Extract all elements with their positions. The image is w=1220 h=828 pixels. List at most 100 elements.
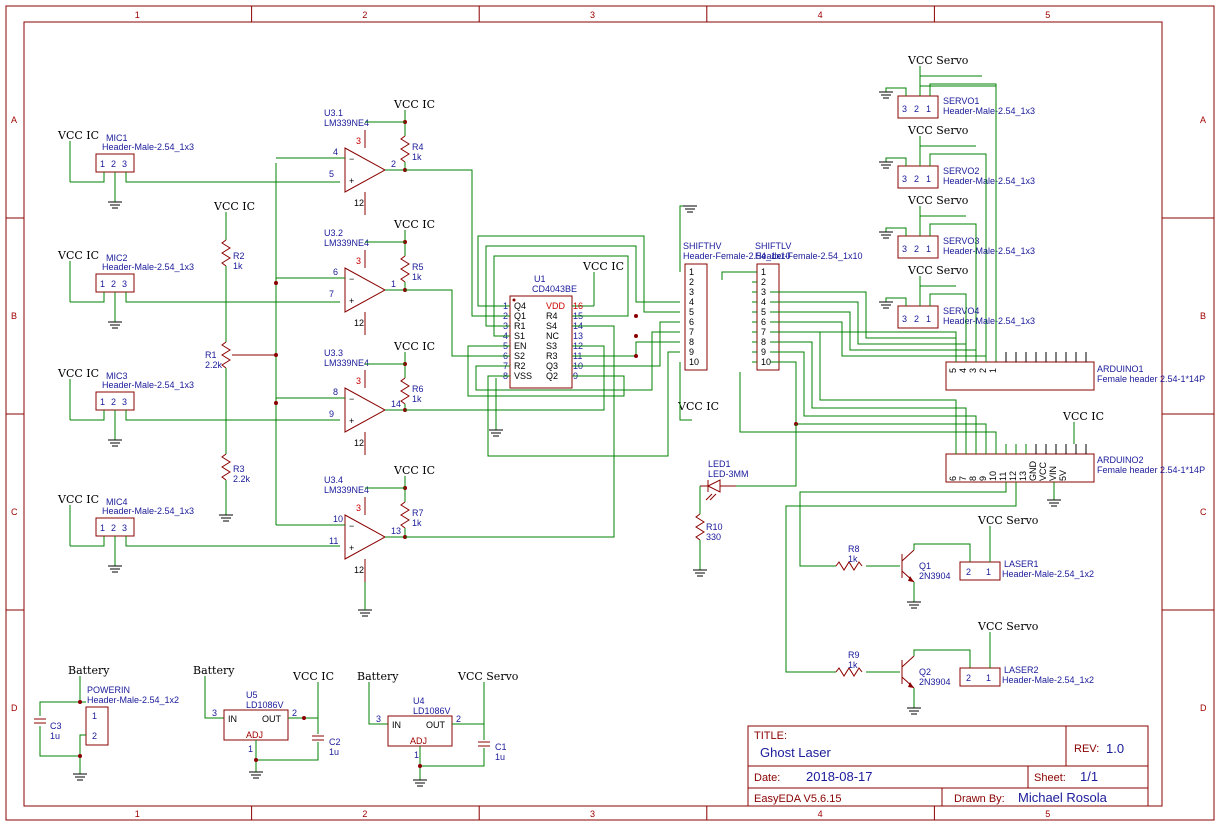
- comparator-part: LM339NE4: [324, 118, 369, 128]
- u4-in: IN: [392, 720, 401, 730]
- r2-ref: R2: [233, 251, 245, 261]
- u5-part: LD1086V: [246, 700, 284, 710]
- title-label: TITLE:: [754, 730, 787, 742]
- latch-pin-name: S2: [514, 351, 525, 361]
- net-label-vcc-ic: VCC IC: [213, 200, 255, 213]
- mic-ref: MIC2: [106, 253, 128, 263]
- mic-ref: MIC3: [106, 371, 128, 381]
- latch-pin-name: S1: [514, 331, 525, 341]
- svg-text:3: 3: [122, 523, 127, 533]
- lv-arduino-wiring: [721, 271, 1017, 673]
- servo-part: Header-Male-2.54_1x3: [943, 176, 1035, 186]
- u5-adj: ADJ: [246, 730, 263, 740]
- frame-row-label-left: B: [11, 311, 17, 321]
- svg-text:1: 1: [926, 174, 931, 184]
- arduino2-pin: 7: [958, 476, 968, 481]
- svg-text:3: 3: [122, 279, 127, 289]
- latch-pin-name: Q2: [546, 371, 558, 381]
- comparator-part: LM339NE4: [324, 485, 369, 495]
- u4-out: OUT: [426, 720, 446, 730]
- level-shifter-headers: SHIFTHVHeader-Female-2.54_1x101234567891…: [683, 241, 863, 371]
- svg-text:1: 1: [926, 244, 931, 254]
- frame-row-label-right: A: [1200, 115, 1206, 125]
- frame-row-label-right: D: [1200, 703, 1207, 713]
- shift-vcc-label: VCC IC: [677, 400, 719, 413]
- svg-text:+: +: [349, 176, 354, 186]
- shift-pin: 4: [761, 297, 766, 307]
- laser-resistor-ref: R8: [848, 544, 860, 554]
- mic-ref: MIC1: [106, 133, 128, 143]
- arduino2-pin: 5V: [1058, 470, 1068, 481]
- svg-text:2: 2: [111, 397, 116, 407]
- frame-col-label-bottom: 5: [1045, 809, 1050, 819]
- arduino1-part: Female header 2.54-1*14P: [1097, 374, 1205, 384]
- svg-text:+: +: [349, 416, 354, 426]
- transistor-ref: Q1: [919, 561, 931, 571]
- svg-text:2: 2: [914, 104, 919, 114]
- shift-header: [684, 263, 708, 371]
- pullup-ref: R4: [412, 142, 424, 152]
- u1-part: CD4043BE: [532, 284, 577, 294]
- shift-pin: 1: [761, 267, 766, 277]
- arduino2-pin: VCC: [1038, 461, 1048, 481]
- svg-text:1: 1: [100, 397, 105, 407]
- u1-ref: U1: [534, 274, 546, 284]
- arduino2-part: Female header 2.54-1*14P: [1097, 465, 1205, 475]
- servo-ref: SERVO1: [943, 96, 979, 106]
- svg-text:1: 1: [100, 523, 105, 533]
- r1-ref: R1: [205, 350, 217, 360]
- svg-text:2: 2: [966, 673, 971, 683]
- servo-vcc-label: VCC Servo: [907, 124, 969, 137]
- u4-part: LD1086V: [413, 706, 451, 716]
- latch-pin-name: S4: [546, 321, 557, 331]
- svg-text:−: −: [349, 521, 354, 531]
- latch-pin-name: Q4: [514, 301, 526, 311]
- r10-ref: R10: [706, 522, 723, 532]
- pullup-value: 1k: [412, 518, 422, 528]
- servo-header: [897, 95, 939, 119]
- frame-row-label-right: C: [1200, 507, 1207, 517]
- comparator-ref: U3.3: [324, 348, 343, 358]
- svg-text:3: 3: [902, 174, 907, 184]
- frame-row-label-left: D: [11, 703, 18, 713]
- u4-battery-label: Battery: [357, 670, 399, 683]
- svg-text:−: −: [349, 154, 354, 164]
- arduino2-pin: GND: [1028, 461, 1038, 482]
- laser-header: [959, 561, 1001, 581]
- svg-text:2: 2: [92, 731, 97, 741]
- powerin-ref: POWERIN: [87, 685, 130, 695]
- latch-pin-name: R2: [514, 361, 526, 371]
- arduino2-ref: ARDUINO2: [1097, 455, 1144, 465]
- shift-pin: 3: [689, 287, 694, 297]
- arduino1-pin: 5: [948, 368, 958, 373]
- comparator-pin: 12: [354, 565, 364, 575]
- pullup-vcc-label: VCC IC: [393, 98, 435, 111]
- pullup-ref: R7: [412, 508, 424, 518]
- laser-header: [959, 667, 1001, 687]
- svg-text:−: −: [349, 274, 354, 284]
- servo-ref: SERVO3: [943, 236, 979, 246]
- voltage-divider: VCC IC R2 1k R1 2.2k R3 2.2k: [205, 163, 278, 525]
- transistor-part: 2N3904: [919, 571, 951, 581]
- svg-text:3: 3: [376, 714, 381, 724]
- arduino1-pin: 2: [978, 368, 988, 373]
- comparator-pin: 3: [356, 503, 361, 513]
- comparator-symbol: [344, 514, 387, 560]
- frame-row-label-left: A: [11, 115, 17, 125]
- pullup-value: 1k: [412, 272, 422, 282]
- svg-text:3: 3: [122, 159, 127, 169]
- arduino2-pin: 9: [978, 476, 988, 481]
- comparator-pin: 6: [333, 267, 338, 277]
- arduino2-pin: 12: [1008, 471, 1018, 481]
- shift-pin: 10: [761, 357, 771, 367]
- latch-pin-name: R1: [514, 321, 526, 331]
- laser-resistor-ref: R9: [848, 650, 860, 660]
- drawn-by-label: Drawn By:: [954, 793, 1005, 805]
- servo-part: Header-Male-2.54_1x3: [943, 106, 1035, 116]
